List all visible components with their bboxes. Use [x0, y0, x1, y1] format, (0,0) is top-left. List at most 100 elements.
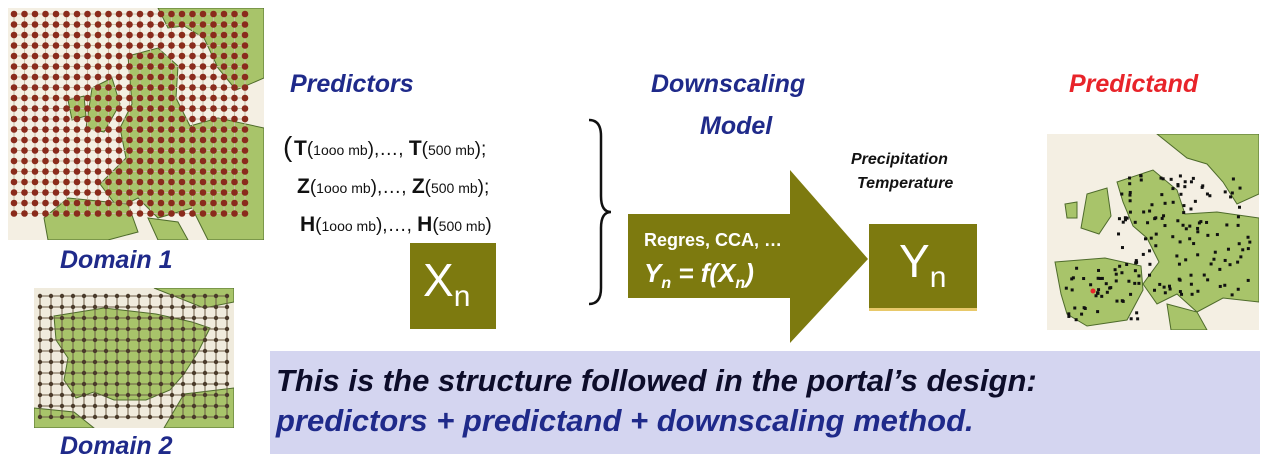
grid-point	[63, 199, 70, 207]
grid-point	[94, 157, 102, 165]
station-dot	[1070, 277, 1074, 281]
grid-point	[147, 326, 153, 332]
grid-point	[21, 63, 28, 70]
station-dot	[1196, 230, 1200, 234]
station-dot	[1133, 281, 1137, 285]
grid-point	[31, 136, 39, 144]
grid-point	[37, 304, 43, 310]
station-dot	[1154, 244, 1158, 248]
grid-point	[168, 189, 175, 196]
grid-point	[147, 147, 154, 154]
grid-point	[81, 414, 87, 420]
grid-point	[73, 157, 81, 165]
station-dot	[1134, 259, 1138, 263]
grid-point	[103, 315, 109, 321]
grid-point	[105, 73, 112, 81]
station-dot	[1097, 268, 1101, 272]
grid-point	[168, 94, 175, 102]
grid-point	[199, 147, 207, 154]
arrow-formula-text: Yn = f(Xn)	[644, 258, 754, 293]
grid-point	[157, 168, 165, 175]
grid-point	[10, 84, 18, 91]
grid-point	[31, 21, 39, 28]
grid-point	[115, 157, 123, 165]
grid-point	[31, 168, 39, 175]
grid-point	[231, 63, 238, 70]
grid-point	[224, 414, 230, 420]
station-dot	[1189, 180, 1193, 184]
grid-point	[178, 178, 186, 186]
grid-point	[105, 42, 112, 49]
grid-point	[126, 199, 133, 207]
grid-point	[178, 94, 186, 102]
grid-point	[114, 326, 120, 332]
grid-point	[178, 157, 186, 165]
grid-point	[157, 52, 165, 60]
grid-point	[157, 105, 165, 112]
grid-point	[126, 52, 133, 60]
grid-point	[168, 63, 175, 70]
grid-point	[92, 304, 98, 310]
grid-point	[220, 189, 228, 196]
domain1-map	[8, 8, 264, 240]
grid-point	[136, 136, 144, 144]
grid-point	[136, 63, 144, 70]
grid-point	[70, 403, 76, 409]
grid-point	[241, 52, 249, 60]
grid-point	[59, 414, 65, 420]
grid-point	[73, 105, 81, 112]
domain1-label: Domain 1	[60, 246, 173, 274]
grid-point	[147, 52, 154, 60]
grid-point	[31, 115, 39, 123]
station-dot	[1064, 286, 1068, 290]
grid-point	[224, 381, 230, 387]
grid-point	[158, 414, 164, 420]
grid-point	[70, 293, 76, 299]
grid-point	[92, 392, 98, 398]
grid-point	[21, 73, 28, 81]
grid-point	[191, 326, 197, 332]
grid-point	[48, 304, 54, 310]
grid-point	[42, 168, 49, 175]
grid-point	[105, 157, 112, 165]
grid-point	[103, 381, 109, 387]
station-dot	[1146, 221, 1150, 225]
grid-point	[42, 63, 49, 70]
grid-point	[147, 136, 154, 144]
station-dot	[1153, 288, 1157, 292]
station-dot	[1114, 272, 1118, 276]
grid-point	[94, 94, 102, 102]
grid-point	[241, 189, 249, 196]
grid-point	[147, 348, 153, 354]
grid-point	[94, 126, 102, 133]
grid-point	[210, 147, 217, 154]
grid-point	[191, 293, 197, 299]
grid-point	[103, 403, 109, 409]
grid-point	[94, 31, 102, 39]
grid-point	[126, 210, 133, 217]
grid-point	[70, 326, 76, 332]
grid-point	[114, 414, 120, 420]
curly-brace	[588, 118, 612, 306]
grid-point	[220, 147, 228, 154]
grid-point	[231, 84, 238, 91]
station-dot	[1125, 216, 1129, 220]
grid-point	[92, 381, 98, 387]
grid-point	[114, 392, 120, 398]
grid-point	[52, 42, 60, 49]
grid-point	[126, 94, 133, 102]
station-dot	[1104, 282, 1108, 286]
grid-point	[220, 63, 228, 70]
grid-point	[178, 52, 186, 60]
station-dot	[1230, 191, 1234, 195]
grid-point	[224, 304, 230, 310]
station-dot	[1148, 273, 1152, 277]
grid-point	[220, 136, 228, 144]
grid-point	[48, 359, 54, 365]
grid-point	[31, 126, 39, 133]
grid-point	[168, 115, 175, 123]
grid-point	[202, 293, 208, 299]
station-dot	[1168, 287, 1172, 291]
grid-point	[231, 147, 238, 154]
grid-point	[125, 359, 131, 365]
